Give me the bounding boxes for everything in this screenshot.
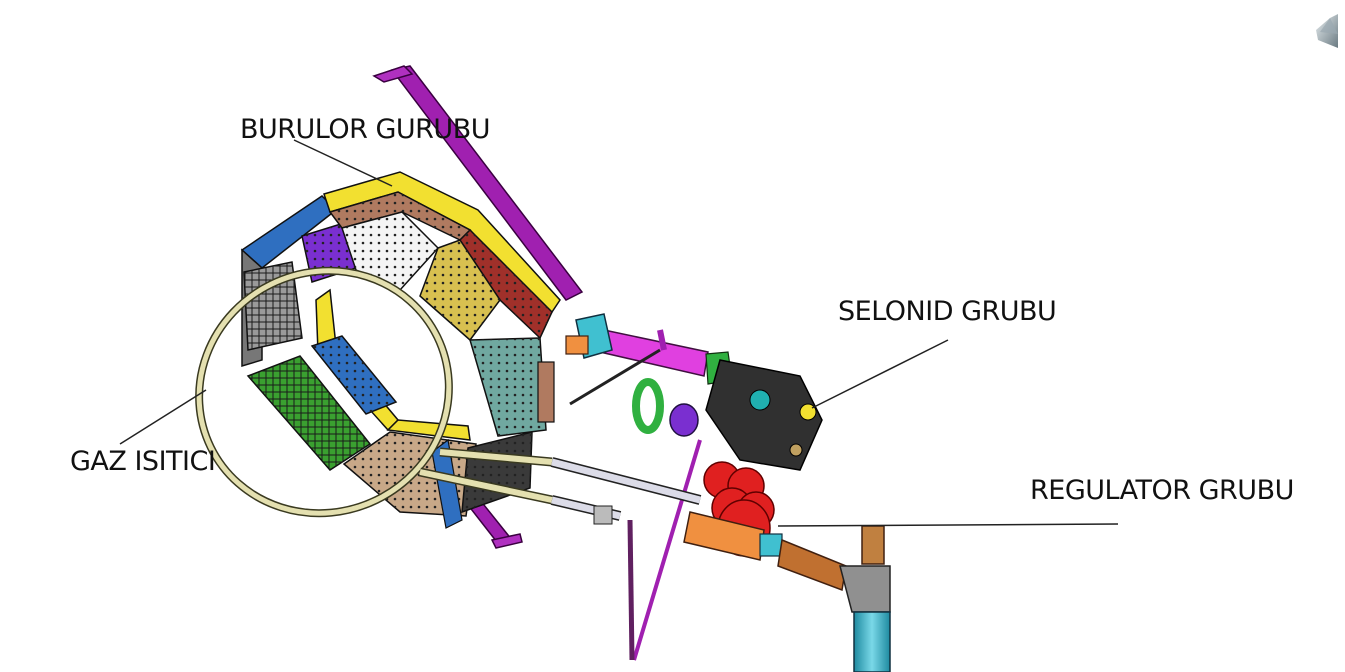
bottom-mounting-bracket [466,499,523,549]
regulator-group-leader [777,523,1119,527]
leader-lines [119,139,1119,527]
top-mounting-bracket [372,65,584,301]
solenoid-group-leader [811,339,949,409]
gas-heater-leader [119,389,207,445]
regulator-group-label: REGULATOR GRUBU [1030,475,1294,506]
burner-group-label: BURULOR GURUBU [240,114,490,145]
burner-group-assembly [240,171,561,529]
burner-group-leader [293,139,393,187]
gas-heater-label: GAZ ISITICI [70,446,216,477]
viewer-navigation-icon[interactable] [1316,14,1338,48]
gas-heater-coil [195,266,553,518]
piping-network [550,313,891,672]
solenoid-group-label: SELONID GRUBU [838,296,1057,327]
